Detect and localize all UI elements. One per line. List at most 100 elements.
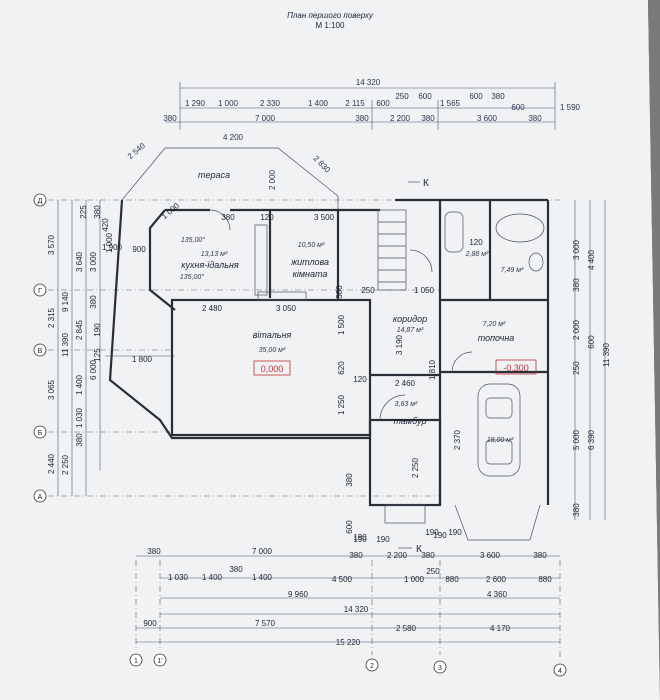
dim-bot-r1-5: 3 600 [480,551,501,560]
dim-top-r1-8: 1 565 [440,99,461,108]
dim-bot-r3-0: 9 960 [288,590,309,599]
dim-top-r1-5: 600 [376,99,390,108]
dim-left-13: 380 [75,433,84,447]
axis-label-1: 1 [134,658,138,665]
level-box-living [253,360,291,376]
int-dim-7: 380 [335,285,344,299]
door-arc-3 [379,394,406,421]
dim-left-15: 380 [93,205,102,219]
driveway [454,504,541,541]
dim-bot-r5-0: 900 [143,619,157,628]
axis-bubble-v [33,343,47,357]
dim-bot-r2-3: 1 400 [252,573,273,582]
dim-bot-r2-8: 2 600 [486,575,507,584]
int-dim-15: 3 190 [395,334,404,355]
dim-right-5: 600 [587,335,596,349]
room-living: вітальня [253,330,292,340]
dim-left-22: 1 800 [132,355,153,364]
door-arc-1 [209,209,231,231]
dim-terr-3: 2 000 [268,169,277,190]
room-kitchen: кухня-їдальня [181,260,239,270]
section-mark-top: К [423,178,429,189]
int-dim-1: 120 [260,213,274,222]
dim-top-r2-5: 3 600 [477,114,498,123]
dim-bot-r1-1: 7 000 [252,547,273,556]
axis-label-b: Б [38,430,43,437]
area-vest: 3,63 м² [395,401,418,408]
interior-dimensions: 380 120 3 500 1 000 900 2 480 3 050 380 … [132,201,483,542]
terrace-outline [121,147,339,212]
int-dim-9: 250 [361,286,375,295]
staircase [377,209,407,291]
dim-left-16: 420 [101,218,110,232]
room-boiler: топочна [478,333,515,343]
area-bedroom: 10,50 м² [298,242,325,249]
dim-top-r1-11: 600 [511,103,525,112]
dim-bot-r1-4: 380 [421,551,435,560]
axis-bubbles: Д Г В Б А 1 1' 2 3 4 [33,193,567,677]
dim-bot-r5-2: 2 580 [396,624,417,633]
room-bedroom-2: кімната [293,269,328,279]
dim-bot-r2-7: 880 [445,575,459,584]
int-dim-0: 380 [221,213,235,222]
dim-top-r1-9: 600 [469,92,483,101]
dim-top-r2-6: 380 [528,114,542,123]
axis-label-v: В [38,348,43,355]
outer-wall-west [108,199,370,440]
area-living: 35,00 м² [259,347,286,354]
garage-car [477,383,521,477]
axis-bubble-a [33,489,47,503]
int-dim-21: 190 [353,533,367,542]
dim-top-r2-1: 7 000 [255,114,276,123]
int-dim-4: 900 [132,245,146,254]
dim-top-r1-10: 380 [491,92,505,101]
dim-bot-r2-2: 380 [229,565,243,574]
int-dim-23: 190 [433,531,447,540]
area-garage: 18,00 м² [487,437,514,444]
int-dim-17: 1 810 [428,359,437,380]
axis-label-a: А [38,494,43,501]
dim-bot-r0-2: 190 [425,528,439,537]
dim-bot-r2-6: 250 [426,567,440,576]
dim-bot-r2-9: 880 [538,575,552,584]
area-kitchen: 13,13 м² [201,251,228,258]
dim-left-1: 2 315 [47,307,56,328]
axis-bubble-b [33,425,47,439]
axis-label-4: 4 [558,668,562,675]
dim-bot-r4-0: 14 320 [344,605,369,614]
int-dim-10: 1 500 [337,314,346,335]
int-dim-16: 380 [345,473,354,487]
dim-right-3: 2 000 [572,319,581,340]
dim-left-21: 125 [93,348,102,362]
dim-left-4: 3 640 [75,251,84,272]
door-arc-4 [451,351,473,373]
right-dimension-chains: 3 000 4 400 380 2 000 250 600 11 390 5 0… [572,200,611,520]
dim-top-r2-2: 380 [355,114,369,123]
room-labels: тераса кухня-їдальня житлова кімната віт… [181,170,514,426]
dim-terr-0: 4 200 [223,133,244,142]
entrance-steps [384,504,426,524]
plan-scale: М 1:100 [316,21,345,30]
dim-bot-r0-0: 190 [353,535,367,544]
int-dim-12: 1 250 [337,394,346,415]
int-dim-19: 2 250 [411,457,420,478]
int-dim-6: 3 050 [276,304,297,313]
dim-bot-r5-1: 7 570 [255,619,276,628]
grid-axes [48,199,561,658]
dim-left-12: 1 030 [75,407,84,428]
dim-bot-r0-3: 190 [448,528,462,537]
left-dimension-chains: 3 570 2 315 11 390 9 140 3 640 3 000 2 8… [47,200,175,496]
top-dimension-chains: 14 320 1 290 1 000 2 330 1 400 2 115 600… [126,78,581,190]
area-boiler: 7,20 м² [483,321,506,328]
door-arc-2 [409,249,433,273]
dim-left-10: 2 440 [47,453,56,474]
level-box-garage [495,359,537,375]
room-bedroom-1: житлова [290,257,329,267]
dim-right-2: 380 [572,278,581,292]
dim-right-1: 4 400 [587,249,596,270]
kitchen-counter [254,224,268,296]
dim-top-r1-7: 600 [418,92,432,101]
dim-bot-r6-0: 15 220 [336,638,361,647]
dim-top-r1-2: 2 330 [260,99,281,108]
